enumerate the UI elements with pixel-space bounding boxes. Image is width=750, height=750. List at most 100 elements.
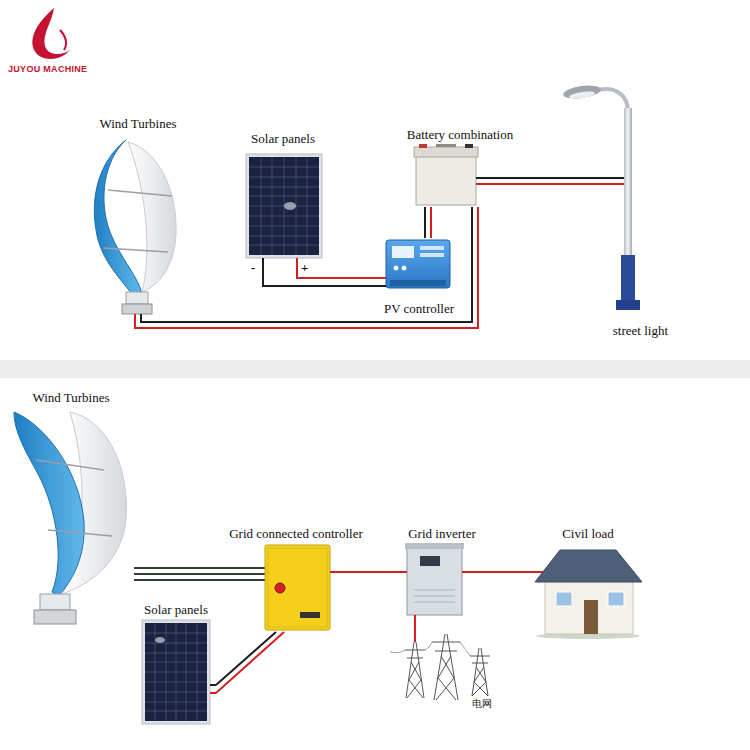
wind-turbine-top-part xyxy=(140,314,142,316)
wind-turbine-top-part xyxy=(126,292,148,304)
grid-inverter-figure-part xyxy=(414,615,416,618)
power-wire xyxy=(263,261,379,286)
component-label: 电网 xyxy=(472,698,492,710)
solar-panel-bottom-part xyxy=(145,623,207,721)
battery-figure-part xyxy=(436,144,456,147)
component-label: Wind Turbines xyxy=(99,116,176,131)
grid-inverter-figure-part xyxy=(420,556,440,566)
battery-figure-part xyxy=(465,144,473,148)
grid-controller-figure xyxy=(224,545,368,630)
component-node: Grid inverter xyxy=(400,526,484,618)
wire-line xyxy=(263,261,379,286)
battery-figure-part xyxy=(476,177,524,179)
power-wire xyxy=(524,178,556,184)
pv-controller-figure-part xyxy=(379,285,386,287)
component-node: PV controller xyxy=(379,238,459,316)
street-light-figure-part xyxy=(624,108,632,258)
polarity-sign: + xyxy=(301,261,308,274)
wire-line xyxy=(134,579,224,581)
wind-turbine-top-part xyxy=(128,142,176,292)
power-tower-figure xyxy=(390,628,490,700)
component-node: Battery combination xyxy=(396,127,524,207)
solar-panel-top-part xyxy=(249,157,319,255)
component-node: Grid connected controller xyxy=(224,526,368,632)
component-label: Solar panels xyxy=(144,602,208,617)
logo-text: JUYOU MACHINE xyxy=(8,64,87,75)
pv-controller-figure-part xyxy=(390,280,446,286)
grid-controller-figure-part xyxy=(300,612,320,618)
grid-inverter-figure-part xyxy=(400,571,407,573)
company-logo-part xyxy=(60,30,66,50)
solar-panel-top-part xyxy=(296,258,298,261)
solar-panel-bottom-part xyxy=(145,623,207,721)
battery-figure-part xyxy=(419,144,427,148)
grid-controller-figure-part xyxy=(224,579,265,581)
power-wire xyxy=(368,572,400,573)
pv-controller-figure-part xyxy=(420,253,444,257)
component-node: 电网 xyxy=(384,628,496,710)
pv-controller-figure-part xyxy=(402,266,407,271)
grid-inverter-figure-part xyxy=(405,543,464,549)
solar-panel-top-part xyxy=(262,258,264,261)
pv-controller-figure-part xyxy=(386,240,450,288)
grid-inverter-figure xyxy=(400,543,484,618)
component-label: Grid connected controller xyxy=(229,526,363,541)
solar-panel-bottom-part xyxy=(142,620,210,724)
power-tower-figure-part xyxy=(390,642,470,656)
power-wire xyxy=(484,572,532,573)
wire-line xyxy=(216,632,276,685)
component-label: Civil load xyxy=(562,526,614,541)
wire-line xyxy=(368,571,400,573)
wire-line xyxy=(524,183,556,185)
component-label: Solar panels xyxy=(251,131,315,146)
street-light-figure xyxy=(556,83,640,310)
house-figure-part xyxy=(535,550,642,582)
grid-controller-figure-part xyxy=(268,548,327,627)
solar-panel-top-part xyxy=(246,154,322,258)
wind-turbine-bottom-part xyxy=(36,460,104,470)
pv-controller-figure-part xyxy=(394,266,399,271)
wire-line xyxy=(430,207,432,238)
house-figure-part xyxy=(556,592,572,606)
wire-line xyxy=(424,207,426,238)
street-light-figure-part xyxy=(621,255,635,302)
solar-panel-top-part xyxy=(249,157,319,255)
power-wire xyxy=(135,207,478,328)
component-label: Grid inverter xyxy=(408,526,476,541)
house-figure-part xyxy=(545,578,633,634)
battery-figure xyxy=(414,144,524,205)
house-figure-part xyxy=(584,600,598,634)
battery-figure-part xyxy=(414,147,478,157)
component-node: Wind Turbines xyxy=(8,390,134,628)
company-logo xyxy=(32,8,70,59)
component-node: Solar panels xyxy=(240,131,326,261)
grid-inverter-figure-part xyxy=(462,571,484,573)
wind-turbine-top-part xyxy=(134,314,136,316)
wire-line xyxy=(297,261,379,278)
wire-line xyxy=(414,618,416,628)
street-light-figure-part xyxy=(616,300,640,310)
solar-panel-bottom xyxy=(142,620,216,724)
pv-controller-figure-part xyxy=(379,277,386,279)
grid-controller-figure-part xyxy=(224,567,265,569)
wire-line xyxy=(134,567,224,569)
grid-controller-figure-part xyxy=(224,573,265,575)
street-light-figure-part xyxy=(598,89,628,112)
wind-turbine-bottom-part xyxy=(34,610,76,624)
house-figure xyxy=(532,550,642,639)
wire-line xyxy=(141,207,472,322)
panel-divider-part xyxy=(0,360,750,378)
power-tower-figure-part xyxy=(405,642,425,698)
wind-turbine-top-part xyxy=(94,140,142,294)
wire-line xyxy=(484,571,532,573)
grid-controller-figure-part xyxy=(275,583,285,593)
component-label: Wind Turbines xyxy=(32,390,109,405)
battery-figure-part xyxy=(416,152,476,205)
power-tower-figure-part xyxy=(432,634,460,700)
wind-turbine-bottom-part xyxy=(40,594,70,610)
component-node: Solar panels xyxy=(136,602,216,727)
house-figure-part xyxy=(608,592,624,606)
power-wire xyxy=(216,632,284,693)
